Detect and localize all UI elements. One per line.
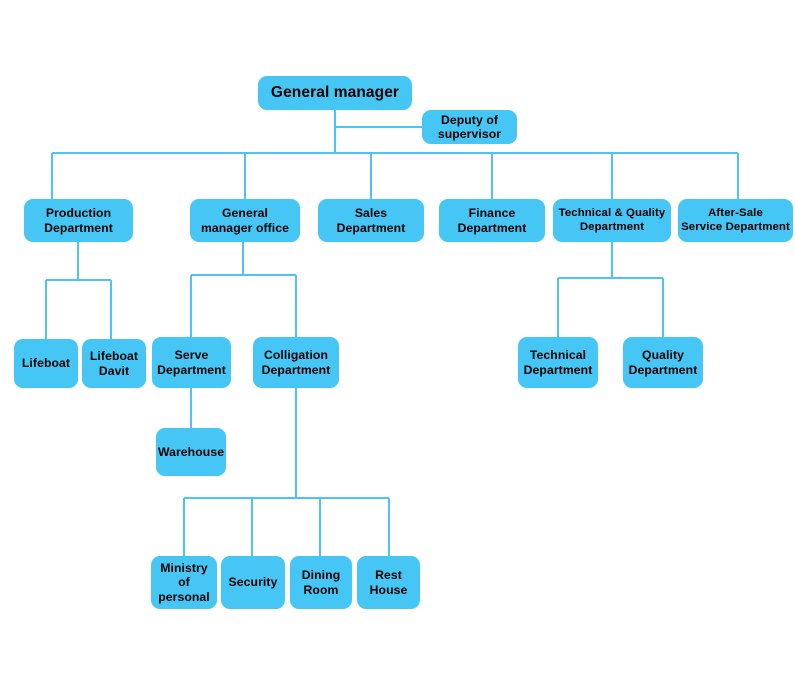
node-dining-room[interactable]: Dining Room	[290, 556, 352, 609]
node-general-manager-label: General manager	[270, 83, 400, 101]
node-finance-department-label: Finance Department	[457, 206, 527, 235]
node-serve-department[interactable]: Serve Department	[152, 337, 231, 388]
node-security[interactable]: Security	[221, 556, 285, 609]
node-ministry-of-personal[interactable]: Ministry of personal	[151, 556, 217, 609]
node-production-department-label: Production Department	[44, 206, 113, 235]
node-quality-department[interactable]: Quality Department	[623, 337, 703, 388]
node-colligation-department-label: Colligation Department	[261, 348, 331, 377]
node-general-manager-office-label: General manager office	[200, 206, 290, 235]
node-lifeboat-davit[interactable]: Lifeboat Davit	[82, 339, 146, 388]
node-general-manager[interactable]: General manager	[258, 76, 412, 110]
node-technical-department[interactable]: Technical Department	[518, 337, 598, 388]
node-finance-department[interactable]: Finance Department	[439, 199, 545, 242]
node-quality-department-label: Quality Department	[628, 348, 698, 377]
node-lifeboat-davit-label: Lifeboat Davit	[89, 349, 139, 378]
node-warehouse-label: Warehouse	[157, 444, 225, 459]
node-ministry-of-personal-label: Ministry of personal	[158, 560, 210, 604]
node-sales-department-label: Sales Department	[336, 206, 406, 235]
node-sales-department[interactable]: Sales Department	[318, 199, 424, 242]
node-lifeboat-label: Lifeboat	[21, 356, 71, 371]
node-technical-quality-department-label: Technical & Quality Department	[558, 207, 666, 233]
node-after-sale-service-department-label: After-Sale Service Department	[681, 207, 790, 233]
node-deputy-of-supervisor-label: Deputy of supervisor	[437, 112, 502, 141]
node-lifeboat[interactable]: Lifeboat	[14, 339, 78, 388]
node-general-manager-office[interactable]: General manager office	[190, 199, 300, 242]
node-after-sale-service-department[interactable]: After-Sale Service Department	[678, 199, 793, 242]
node-technical-department-label: Technical Department	[523, 348, 593, 377]
node-technical-quality-department[interactable]: Technical & Quality Department	[553, 199, 671, 242]
node-rest-house[interactable]: Rest House	[357, 556, 420, 609]
node-production-department[interactable]: Production Department	[24, 199, 133, 242]
node-deputy-of-supervisor[interactable]: Deputy of supervisor	[422, 110, 517, 144]
node-rest-house-label: Rest House	[369, 568, 408, 597]
node-dining-room-label: Dining Room	[301, 568, 341, 597]
node-warehouse[interactable]: Warehouse	[156, 428, 226, 476]
node-security-label: Security	[228, 575, 278, 590]
node-serve-department-label: Serve Department	[157, 348, 226, 377]
node-colligation-department[interactable]: Colligation Department	[253, 337, 339, 388]
